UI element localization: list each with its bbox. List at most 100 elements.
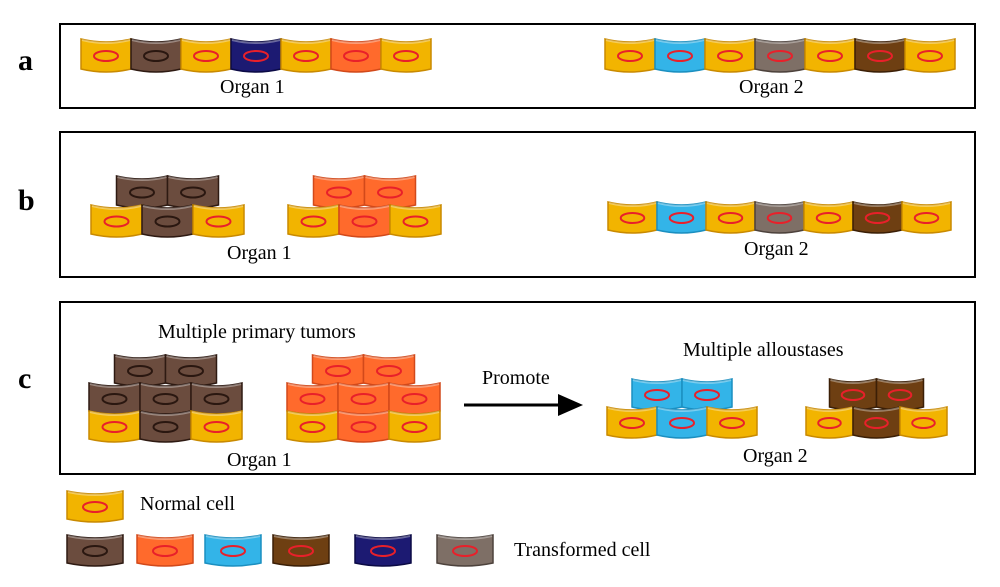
transformed-cell: [272, 534, 330, 567]
normal-cell: [389, 204, 442, 238]
nucleus: [667, 50, 693, 62]
nucleus: [178, 365, 204, 377]
panel-c-organ2-label: Organ 2: [743, 445, 808, 467]
nucleus: [82, 545, 108, 557]
normal-cell: [899, 406, 948, 439]
nucleus: [325, 365, 351, 377]
transformed-cell: [654, 38, 706, 73]
nucleus: [911, 417, 936, 429]
nucleus: [243, 50, 269, 62]
nucleus: [402, 215, 429, 228]
transformed-cell: [338, 204, 391, 238]
transformed-cell: [337, 382, 390, 415]
normal-cell: [180, 38, 232, 73]
panel-c-organ1-label: Organ 1: [227, 449, 292, 471]
transformed-cell: [139, 382, 192, 415]
nucleus: [370, 545, 396, 557]
transformed-cell: [388, 382, 441, 415]
transformed-cell: [113, 354, 167, 387]
transformed-cell: [164, 354, 218, 387]
transformed-cell: [852, 406, 901, 439]
legend-normal-label: Normal cell: [140, 493, 235, 515]
nucleus: [288, 545, 314, 557]
normal-cell: [388, 410, 441, 443]
nucleus: [220, 545, 246, 557]
nucleus: [401, 421, 428, 433]
nucleus: [619, 417, 645, 429]
nucleus: [917, 50, 943, 62]
transformed-cell: [141, 204, 194, 238]
panel-c-letter: c: [18, 362, 31, 395]
nucleus: [293, 50, 319, 62]
normal-cell: [287, 204, 340, 238]
nucleus: [101, 393, 128, 405]
nucleus: [101, 421, 128, 433]
transformed-cell: [852, 201, 903, 234]
normal-cell: [901, 201, 952, 234]
nucleus: [299, 393, 326, 405]
transformed-cell: [354, 534, 412, 567]
panel-c-frame: [59, 301, 976, 475]
transformed-cell: [204, 534, 262, 567]
normal-cell: [705, 201, 756, 234]
nucleus: [103, 215, 130, 228]
normal-cell: [805, 406, 854, 439]
nucleus: [129, 186, 155, 199]
normal-cell: [904, 38, 956, 73]
nucleus: [887, 389, 913, 401]
nucleus: [393, 50, 419, 62]
legend-transformed-label: Transformed cell: [514, 539, 651, 561]
nucleus: [719, 417, 745, 429]
nucleus: [350, 393, 377, 405]
nucleus: [152, 545, 178, 557]
nucleus: [767, 50, 793, 62]
nucleus: [343, 50, 369, 62]
nucleus: [717, 50, 743, 62]
panel-c-alloustases-caption: Multiple alloustases: [683, 339, 844, 361]
panel-b-organ2-cells: [607, 201, 952, 234]
panel-b-letter: b: [18, 184, 35, 217]
normal-cell: [192, 204, 245, 238]
panel-c-organ2-cells: [606, 378, 948, 439]
transformed-cell: [330, 38, 382, 73]
transformed-cell: [88, 382, 141, 415]
transformed-cell: [136, 534, 194, 567]
transformed-cell: [337, 410, 390, 443]
panel-c-organ1-cells: [88, 354, 441, 443]
transformed-cell: [362, 354, 416, 387]
normal-cell: [803, 201, 854, 234]
transformed-cell: [656, 201, 707, 234]
nucleus: [377, 186, 403, 199]
normal-cell: [604, 38, 656, 73]
panel-c-primary-caption: Multiple primary tumors: [158, 321, 356, 343]
nucleus: [127, 365, 153, 377]
nucleus: [717, 212, 744, 224]
promote-label: Promote: [482, 367, 550, 389]
transformed-cell: [115, 175, 169, 209]
panel-a-organ1-cells: [80, 38, 432, 73]
transformed-cell: [166, 175, 220, 209]
nucleus: [93, 50, 119, 62]
nucleus: [668, 212, 695, 224]
normal-cell: [90, 204, 143, 238]
nucleus: [815, 212, 842, 224]
normal-cell: [280, 38, 332, 73]
panel-a-organ2-cells: [604, 38, 956, 73]
panel-a-organ1-label: Organ 1: [220, 76, 285, 98]
transformed-cell: [854, 38, 906, 73]
promote-arrow-head: [558, 394, 583, 416]
normal-cell: [286, 410, 339, 443]
normal-cell: [804, 38, 856, 73]
transformed-cell: [656, 406, 708, 439]
panel-b-frame: [59, 131, 976, 278]
panel-a-letter: a: [18, 44, 33, 77]
nucleus: [154, 215, 181, 228]
nucleus: [644, 389, 670, 401]
transformed-cell: [754, 201, 805, 234]
transformed-cell: [286, 382, 339, 415]
nucleus: [864, 212, 891, 224]
nucleus: [452, 545, 478, 557]
nucleus: [326, 186, 352, 199]
nucleus: [143, 50, 169, 62]
